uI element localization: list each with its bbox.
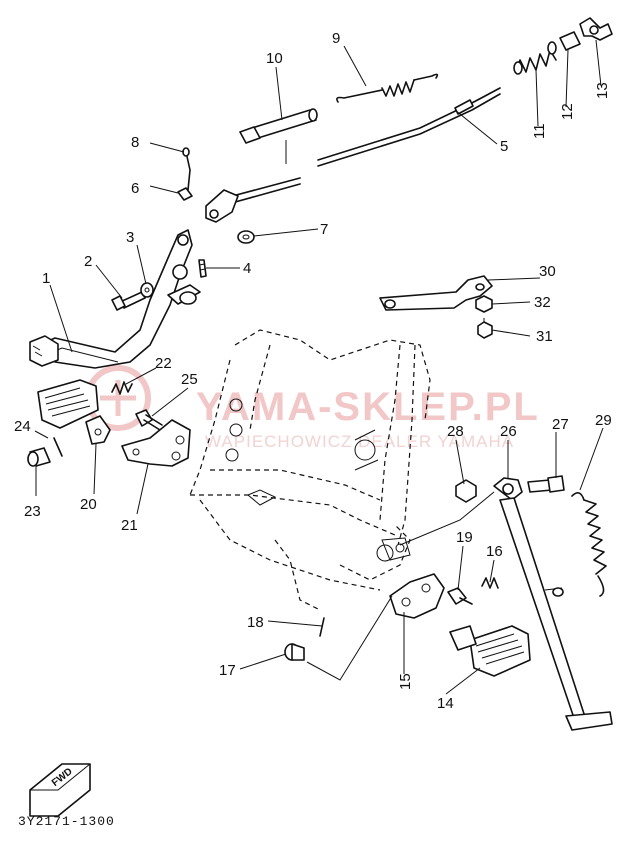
- joint-12: [559, 31, 581, 51]
- nut-32: [475, 295, 493, 313]
- callout-32: 32: [534, 294, 551, 311]
- brake-rod-5: [205, 87, 501, 223]
- callout-16: 16: [486, 543, 503, 560]
- callout-7: 7: [320, 221, 328, 238]
- callout-13: 13: [594, 82, 611, 99]
- wing-nut-13: [579, 17, 613, 41]
- callout-21: 21: [121, 517, 138, 534]
- stay-30: [379, 275, 493, 311]
- spring-11: [513, 41, 557, 75]
- callout-25: 25: [181, 371, 198, 388]
- callout-19: 19: [456, 529, 473, 546]
- bolt-25: [135, 409, 163, 431]
- cotter-pin-6: [177, 187, 193, 201]
- footrest-left-24: [37, 379, 99, 429]
- callout-12: 12: [559, 103, 576, 120]
- brake-pedal: [29, 229, 201, 369]
- footrest-bracket-20: [85, 415, 111, 445]
- callout-6: 6: [131, 180, 139, 197]
- callout-27: 27: [552, 416, 569, 433]
- cotter-pin-8: [182, 147, 191, 191]
- callout-10: 10: [266, 50, 283, 67]
- callout-20: 20: [80, 496, 97, 513]
- washer-7: [237, 230, 255, 244]
- washer-3: [140, 282, 154, 298]
- callout-18: 18: [247, 614, 264, 631]
- fwd-arrow-icon: FWD: [29, 763, 91, 817]
- callout-15: 15: [397, 673, 414, 690]
- callout-14: 14: [437, 695, 454, 712]
- callout-2: 2: [84, 253, 92, 270]
- bolt-2: [111, 291, 146, 311]
- callout-5: 5: [500, 138, 508, 155]
- callout-9: 9: [332, 30, 340, 47]
- spring-22: [111, 381, 133, 395]
- callout-22: 22: [155, 355, 172, 372]
- cover-10: [239, 108, 318, 164]
- callout-11: 11: [531, 123, 548, 139]
- pin-17: [284, 643, 305, 661]
- callout-17: 17: [219, 662, 236, 679]
- cotter-pin-left: [53, 437, 63, 457]
- callout-29: 29: [595, 412, 612, 429]
- footrest-right-14: [449, 625, 531, 677]
- pin-23: [27, 447, 51, 467]
- callout-8: 8: [131, 134, 139, 151]
- spring-16: [481, 577, 499, 589]
- spring-29: [571, 492, 607, 597]
- cotter-pin-18: [319, 617, 325, 637]
- bolt-31: [477, 318, 493, 339]
- leader-lines: [34, 39, 604, 695]
- spring-9: [336, 73, 439, 103]
- bolt-19: [447, 587, 473, 605]
- bolt-27: [527, 475, 565, 493]
- pin-4: [198, 259, 207, 278]
- frame-outline: [189, 329, 431, 611]
- sidestand-26: [493, 477, 613, 731]
- callout-31: 31: [536, 328, 553, 345]
- callout-24: 24: [14, 418, 31, 435]
- callout-numbers: 1 2 3 4 5 6 7 8 9 10 11 12 13 14 15 16 1…: [14, 30, 612, 712]
- diagram-code: 3Y2171-1300: [18, 814, 115, 829]
- bracket-21: [121, 419, 191, 467]
- watermark-name: YAMA-SKLEP.PL: [196, 385, 540, 429]
- callout-23: 23: [24, 503, 41, 520]
- callout-3: 3: [126, 229, 134, 246]
- callout-26: 26: [500, 423, 517, 440]
- footrest-bracket-15: [389, 573, 445, 619]
- callout-30: 30: [539, 263, 556, 280]
- callout-4: 4: [243, 260, 251, 277]
- callout-28: 28: [447, 423, 464, 440]
- nut-28: [455, 479, 477, 503]
- callout-1: 1: [42, 270, 50, 287]
